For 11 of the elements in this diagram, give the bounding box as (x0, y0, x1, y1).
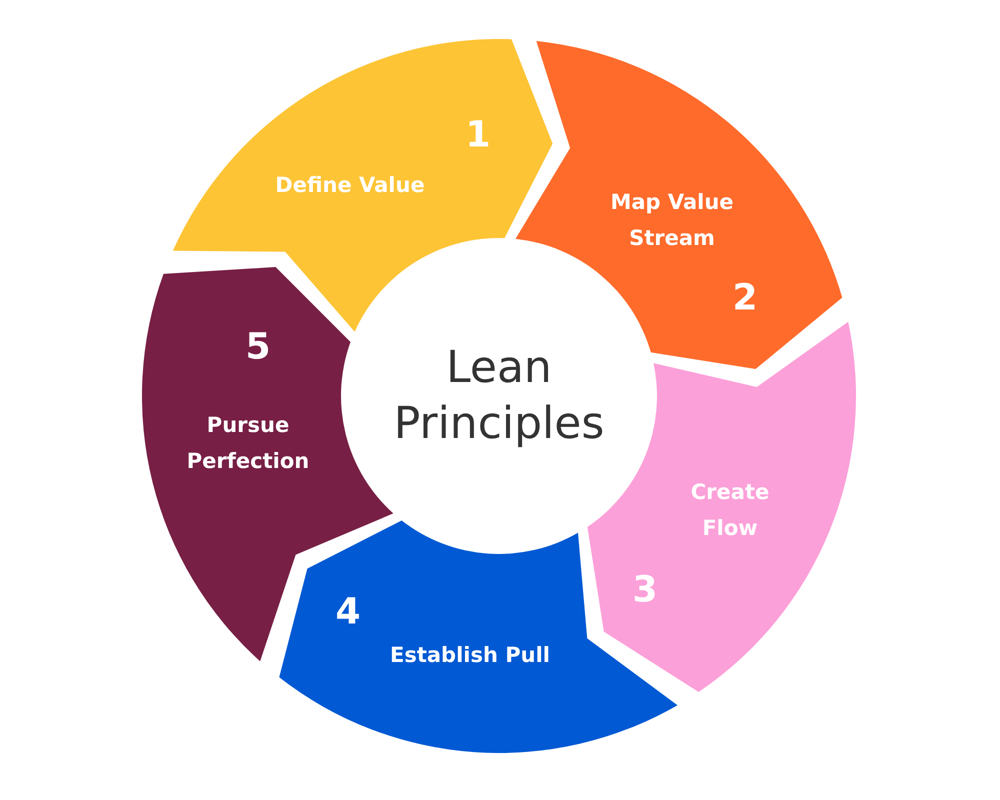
step-label: Establish Pull (389, 642, 551, 669)
step-label: Map Value Stream (609, 189, 735, 252)
step-number: 5 (245, 326, 271, 368)
step-number: 1 (465, 114, 491, 156)
step-label: Create Flow (690, 479, 770, 542)
step-label: Pursue Perfection (186, 412, 310, 475)
center-title: Lean Principles (392, 341, 606, 451)
step-number: 4 (335, 592, 361, 632)
step-label: Define Value (275, 172, 425, 199)
step-number: 3 (632, 570, 658, 610)
step-number: 2 (732, 278, 758, 318)
